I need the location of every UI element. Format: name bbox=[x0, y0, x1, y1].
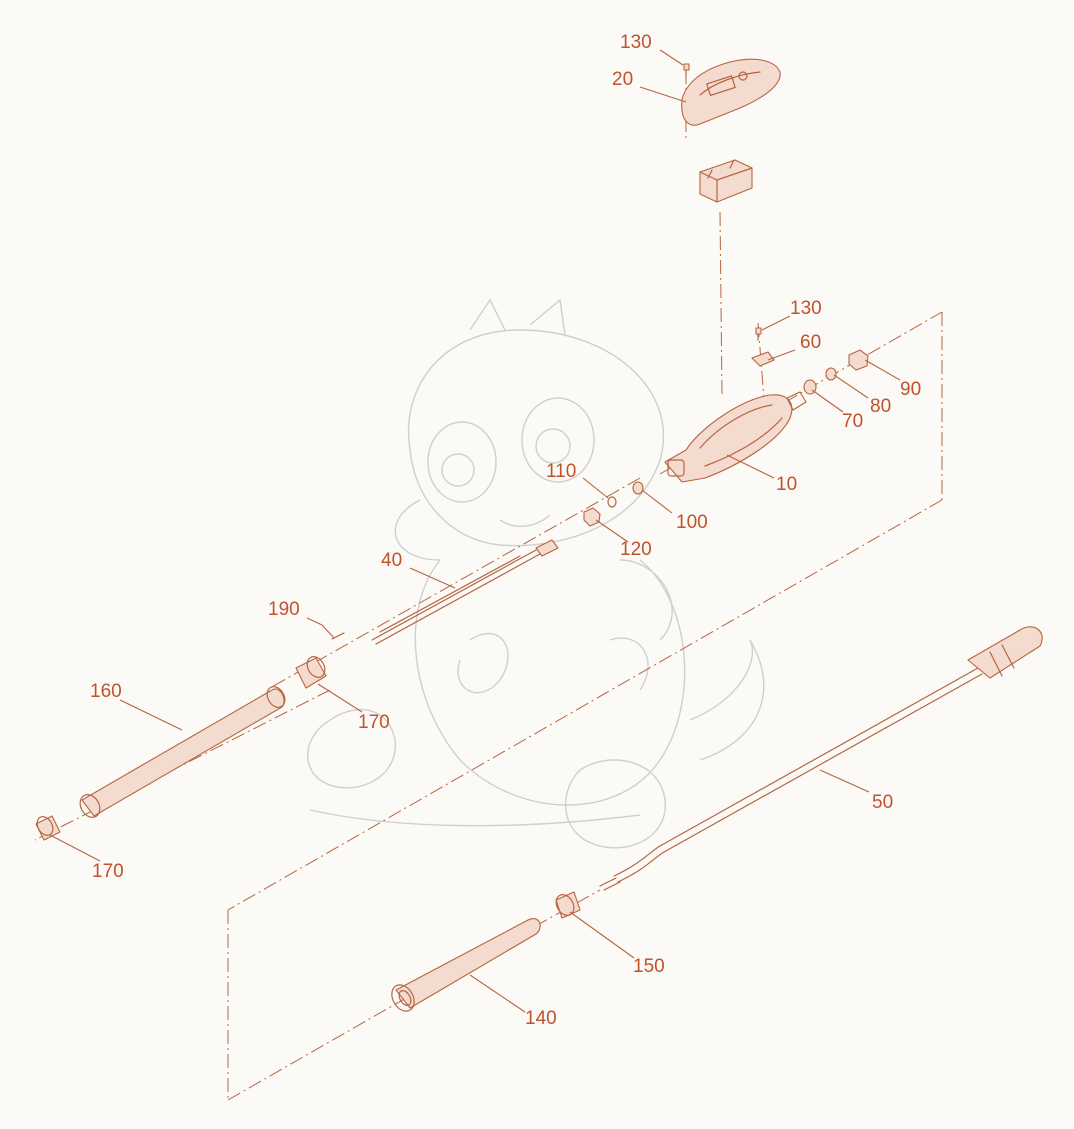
small-oring-part bbox=[607, 496, 617, 508]
small-washer-part bbox=[632, 481, 644, 495]
label-small-washer: 100 bbox=[676, 512, 708, 533]
callout-labels: 130 20 130 60 90 80 70 10 110 100 120 40… bbox=[90, 32, 921, 1029]
housing-part bbox=[664, 391, 807, 483]
label-seal-ring: 80 bbox=[870, 396, 891, 417]
nut-part bbox=[583, 507, 601, 527]
label-collar: 150 bbox=[633, 956, 665, 977]
label-washer: 70 bbox=[842, 411, 863, 432]
label-probe: 40 bbox=[381, 550, 402, 571]
grommet-part bbox=[391, 918, 541, 1012]
label-pin: 190 bbox=[268, 599, 300, 620]
probe-part bbox=[371, 539, 559, 645]
label-nut: 120 bbox=[620, 539, 652, 560]
label-housing: 10 bbox=[776, 474, 797, 495]
label-cap-nut: 90 bbox=[900, 379, 921, 400]
switch-module-part bbox=[699, 159, 753, 203]
housing-screw-part bbox=[755, 327, 762, 341]
label-cover: 20 bbox=[612, 69, 633, 90]
sleeve-right-part bbox=[295, 656, 327, 689]
label-tube: 160 bbox=[90, 681, 122, 702]
parts-layer bbox=[35, 58, 1043, 1012]
cap-nut-part bbox=[848, 349, 869, 371]
label-cable: 50 bbox=[872, 792, 893, 813]
label-sleeve-left: 170 bbox=[92, 861, 124, 882]
label-grommet: 140 bbox=[525, 1008, 557, 1029]
collar-part bbox=[555, 891, 581, 919]
seal-ring-part bbox=[825, 367, 837, 381]
dragon-watermark-icon bbox=[306, 298, 765, 849]
tube-part bbox=[79, 686, 286, 818]
cable-part bbox=[599, 626, 1043, 891]
leader-lines bbox=[49, 49, 901, 1013]
label-sleeve-right: 170 bbox=[358, 712, 390, 733]
label-housing-screw: 130 bbox=[790, 298, 822, 319]
clip-part bbox=[751, 351, 775, 367]
cover-part bbox=[681, 58, 781, 126]
label-clip: 60 bbox=[800, 332, 821, 353]
cover-screw-part bbox=[683, 63, 690, 79]
label-cover-screw: 130 bbox=[620, 32, 652, 53]
label-small-oring: 110 bbox=[546, 461, 576, 482]
sleeve-left-part bbox=[35, 815, 61, 841]
